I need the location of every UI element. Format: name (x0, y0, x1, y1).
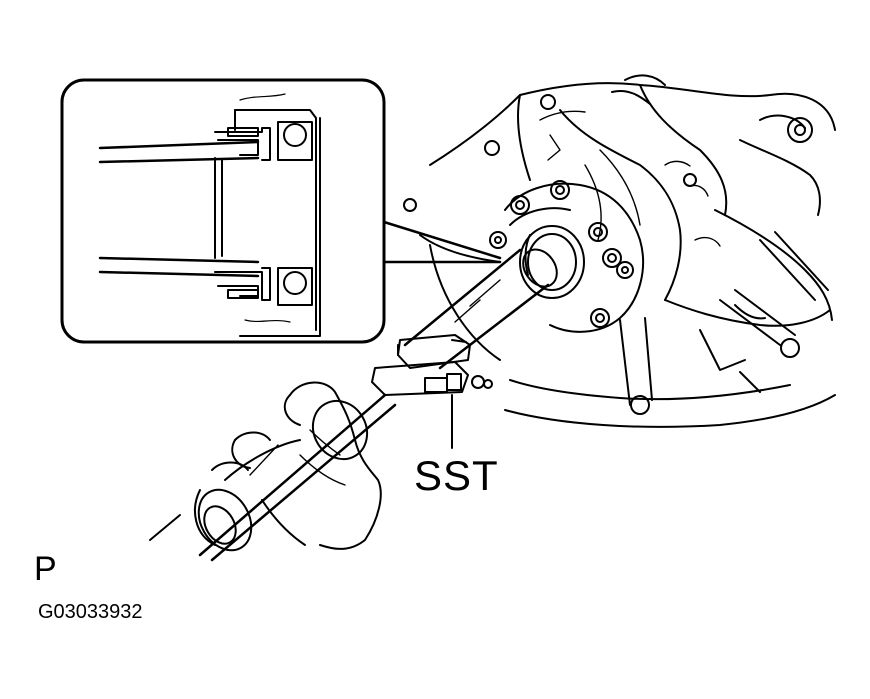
flange-bolt (403, 198, 417, 212)
figure-id: G03033932 (38, 601, 143, 623)
sst-tool (371, 248, 558, 449)
flange-bolt (602, 248, 622, 268)
differential-housing (419, 74, 836, 428)
support-stand (619, 231, 829, 415)
view-label: P (34, 550, 57, 588)
flange-bolt (590, 308, 610, 328)
flange-bolt (540, 94, 556, 110)
flange-bolt (683, 173, 697, 187)
flange-bolt (489, 231, 507, 249)
flange-bolt (616, 261, 634, 279)
flange-bolt (510, 195, 530, 215)
hand (211, 381, 382, 550)
flange-bolt (550, 180, 570, 200)
flange-bolt (484, 140, 500, 156)
axle-flange (403, 94, 697, 333)
sst-label: SST (414, 452, 499, 499)
slide-hammer (149, 393, 397, 562)
detail-inset (60, 78, 502, 344)
flange-bolt (588, 222, 608, 242)
